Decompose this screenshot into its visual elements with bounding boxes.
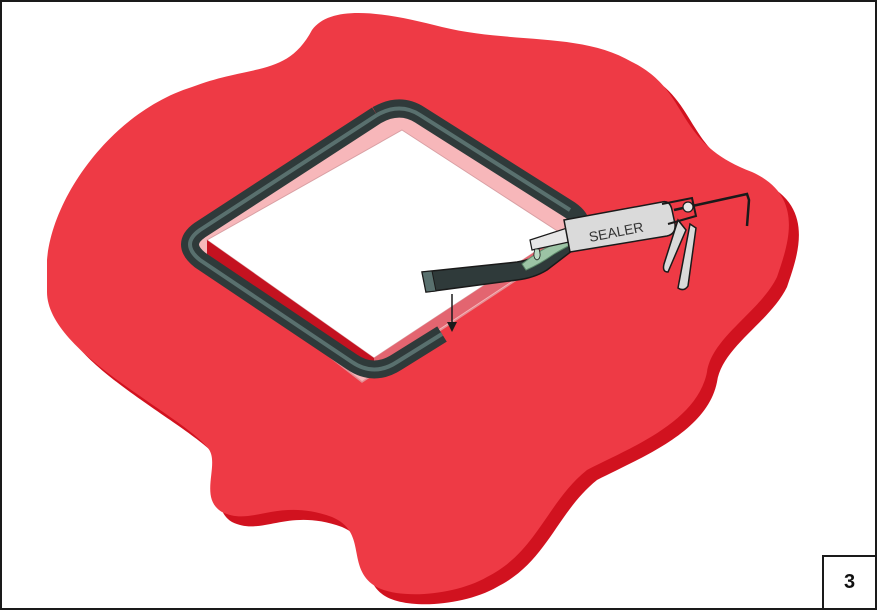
step-number: 3 [844, 571, 855, 594]
step-number-box: 3 [822, 555, 877, 610]
